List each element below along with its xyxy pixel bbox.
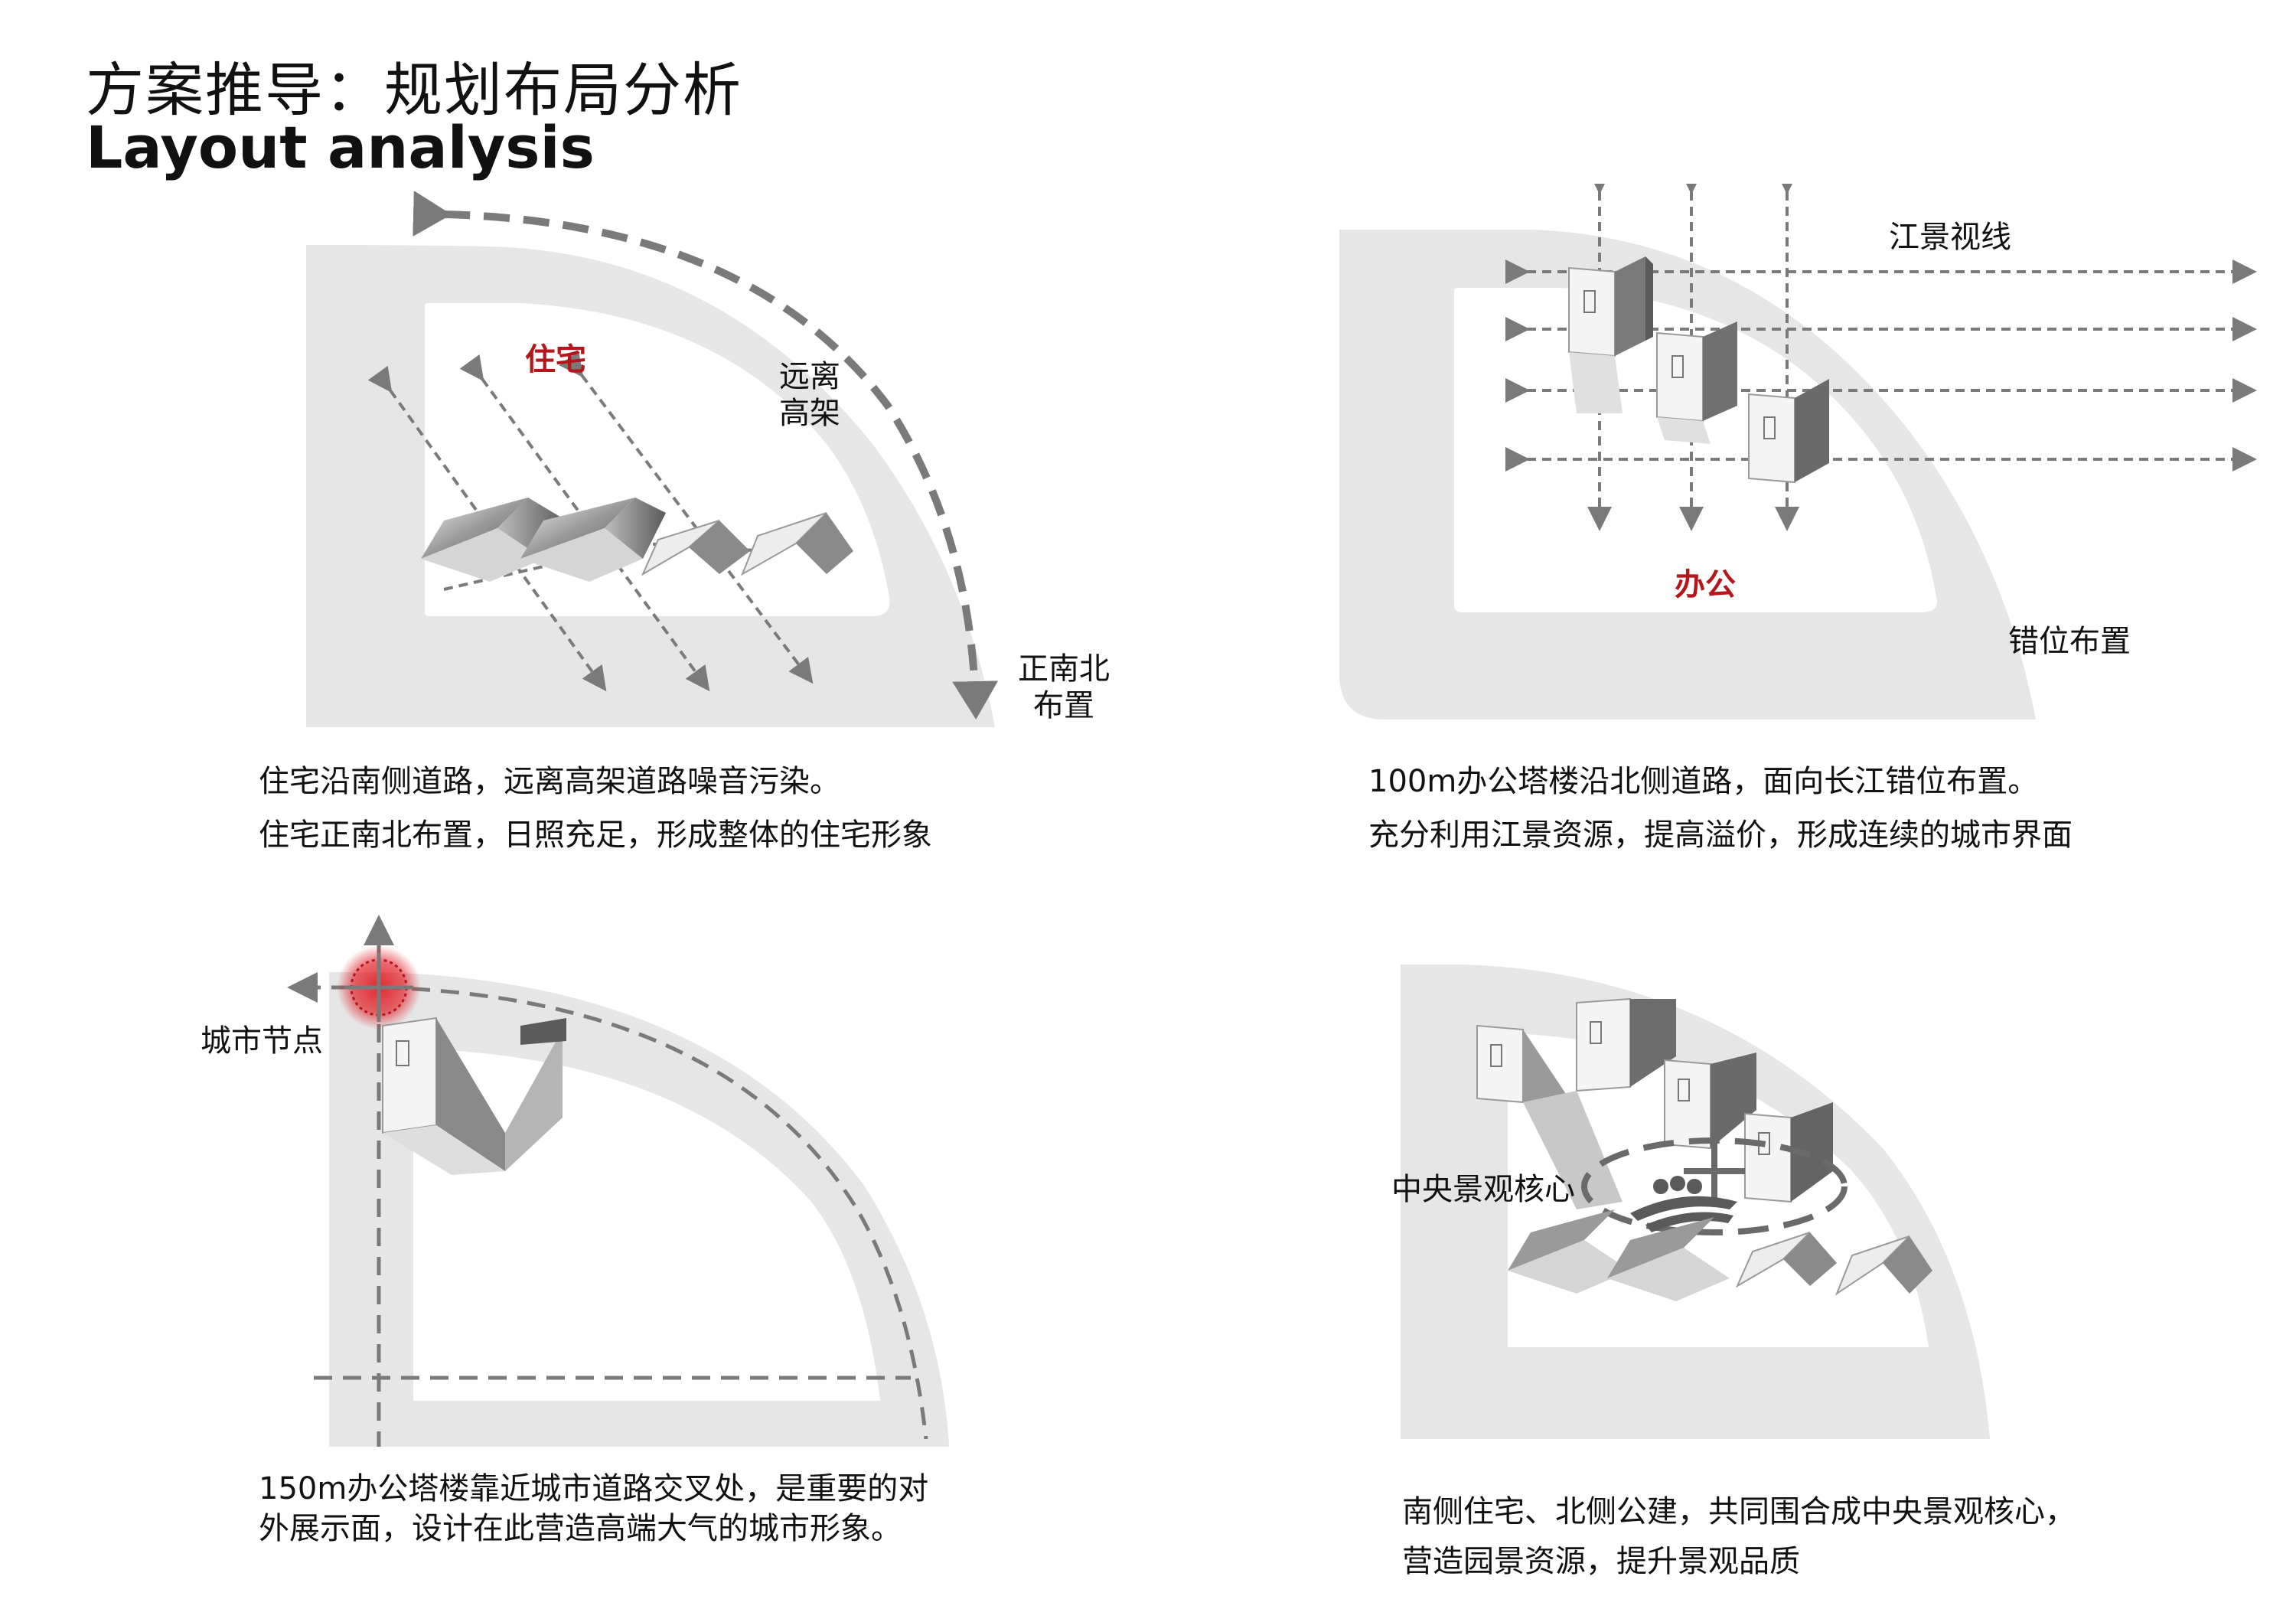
residential-diagram <box>306 191 999 727</box>
node-caption-line-1: 150m办公塔楼靠近城市道路交叉处，是重要的对 <box>259 1471 929 1506</box>
office-caption-line-2: 充分利用江景资源，提高溢价，形成连续的城市界面 <box>1368 818 2073 853</box>
page-title: 方案推导：规划布局分析 <box>86 56 742 124</box>
residential-buildings <box>421 498 853 582</box>
residential-caption-line-1: 住宅沿南侧道路，远离高架道路噪音污染。 <box>259 764 840 799</box>
residential-label: 住宅 <box>525 342 586 377</box>
stagger-note: 错位布置 <box>2008 624 2131 659</box>
far-from-elevated-note-1: 远离 <box>779 359 840 394</box>
office-caption-line-1: 100m办公塔楼沿北侧道路，面向长江错位布置。 <box>1368 764 2039 799</box>
landscape-caption-line-2: 营造园景资源，提升景观品质 <box>1402 1544 1800 1579</box>
urban-node-label: 城市节点 <box>201 1023 323 1059</box>
landscape-diagram <box>1401 964 1990 1439</box>
office-towers <box>1568 256 1829 484</box>
landscape-core-label: 中央景观核心 <box>1391 1172 1575 1207</box>
residential-caption-line-2: 住宅正南北布置，日照充足，形成整体的住宅形象 <box>259 818 932 853</box>
office-label: 办公 <box>1675 567 1736 602</box>
far-from-elevated-arrow <box>413 191 999 720</box>
landscape-core-icon <box>1630 1176 1737 1232</box>
far-from-elevated-note-2: 高架 <box>779 396 840 431</box>
page-subtitle: Layout analysis <box>86 113 595 181</box>
river-view-label: 江景视线 <box>1889 220 2011 255</box>
residential-buildings-south <box>1508 1209 1932 1301</box>
office-towers-north <box>1476 997 1833 1209</box>
landscape-caption-line-1: 南侧住宅、北侧公建，共同围合成中央景观核心， <box>1402 1494 2076 1529</box>
office-tower-150m <box>382 1017 566 1175</box>
orientation-note-2: 布置 <box>1033 688 1094 723</box>
node-diagram <box>287 915 949 1447</box>
office-diagram <box>1339 184 2257 720</box>
node-caption-line-2: 外展示面，设计在此营造高端大气的城市形象。 <box>259 1511 902 1546</box>
orientation-note-1: 正南北 <box>1018 651 1110 687</box>
